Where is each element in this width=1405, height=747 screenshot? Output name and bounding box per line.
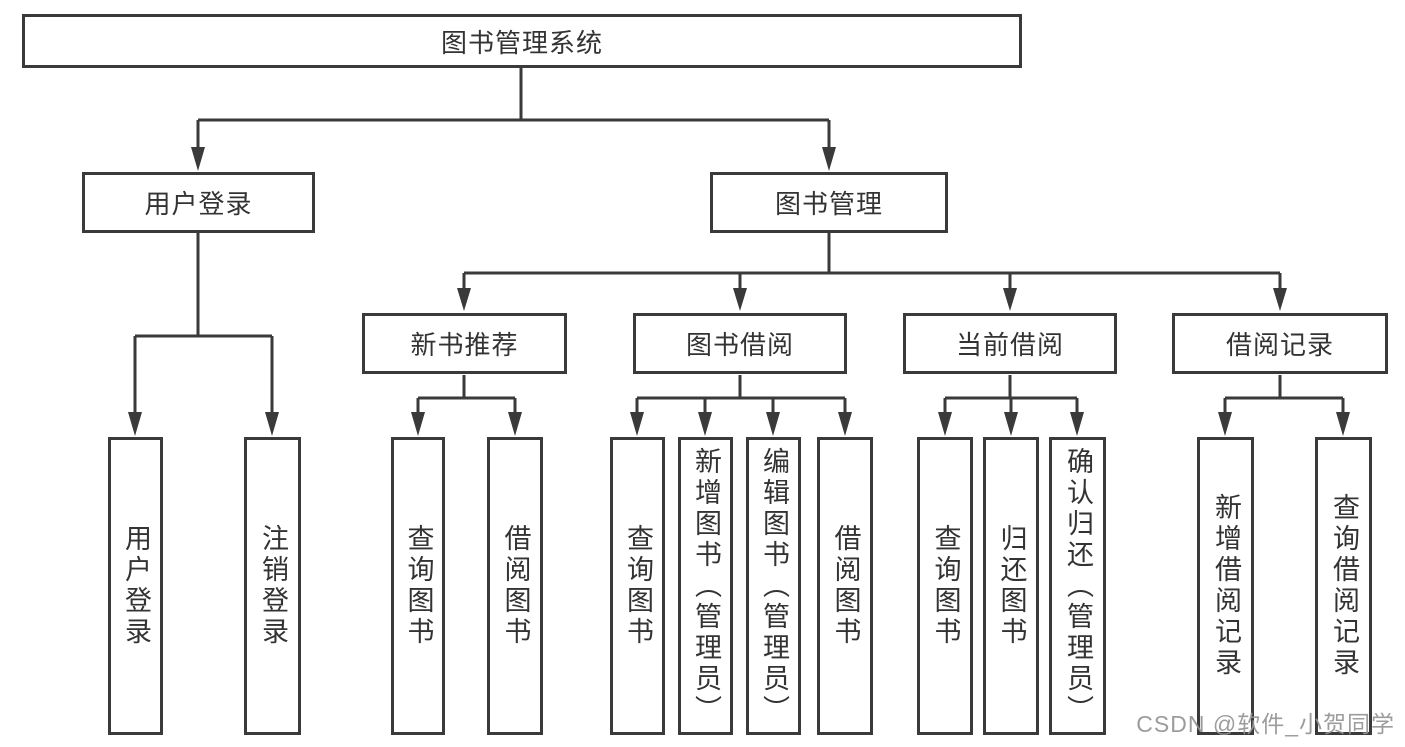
node-label: 查询借阅记录 — [1329, 493, 1359, 679]
node-new-book-recommend: 新书推荐 — [362, 313, 567, 374]
connector-root-to-level2 — [191, 68, 836, 171]
node-label: 借阅图书 — [500, 524, 531, 648]
connector-current-to-leaves — [938, 375, 1084, 436]
connector-bookmgmt-to-level3 — [457, 233, 1287, 311]
node-leaf-logout: 注销登录 — [244, 437, 301, 735]
node-book-borrowing: 图书借阅 — [633, 313, 847, 374]
node-label: 借阅图书 — [830, 524, 861, 648]
node-leaf-confirm-return-admin: 确认归还（管理员） — [1049, 437, 1106, 735]
node-leaf-add-books-admin: 新增图书（管理员） — [678, 437, 733, 735]
connector-records-to-leaves — [1218, 375, 1350, 436]
node-label: 查询图书 — [930, 524, 961, 648]
node-label: 查询图书 — [623, 524, 653, 648]
node-leaf-add-borrow-record: 新增借阅记录 — [1197, 437, 1254, 735]
node-leaf-query-books-borrowing: 查询图书 — [610, 437, 665, 735]
csdn-watermark: CSDN @软件_小贺同学 — [1136, 711, 1395, 737]
node-leaf-return-books: 归还图书 — [983, 437, 1039, 735]
node-label: 用户登录 — [121, 524, 151, 648]
node-library-system: 图书管理系统 — [22, 14, 1022, 68]
connector-userlogin-to-leaves — [128, 233, 279, 436]
connector-newbooks-to-leaves — [411, 375, 522, 436]
node-leaf-query-borrow-record: 查询借阅记录 — [1315, 437, 1372, 735]
node-leaf-borrow-books: 借阅图书 — [817, 437, 873, 735]
node-leaf-borrow-books-recommend: 借阅图书 — [487, 437, 543, 735]
node-leaf-edit-books-admin: 编辑图书（管理员） — [746, 437, 801, 735]
connector-borrowing-to-leaves — [630, 375, 852, 436]
node-label: 查询图书 — [403, 524, 434, 648]
node-borrowing-records: 借阅记录 — [1172, 313, 1388, 374]
node-label: 确认归还（管理员） — [1063, 446, 1093, 726]
node-label: 注销登录 — [258, 524, 288, 648]
node-current-borrowing: 当前借阅 — [903, 313, 1117, 374]
node-label: 新增借阅记录 — [1211, 493, 1241, 679]
node-user-login: 用户登录 — [82, 172, 315, 233]
node-label: 归还图书 — [996, 524, 1027, 648]
node-book-management: 图书管理 — [710, 172, 948, 233]
node-leaf-query-books-recommend: 查询图书 — [391, 437, 445, 735]
node-label: 新增图书（管理员） — [691, 446, 721, 726]
node-leaf-user-login: 用户登录 — [108, 437, 163, 735]
node-label: 编辑图书（管理员） — [759, 446, 789, 726]
node-leaf-query-books-current: 查询图书 — [917, 437, 973, 735]
